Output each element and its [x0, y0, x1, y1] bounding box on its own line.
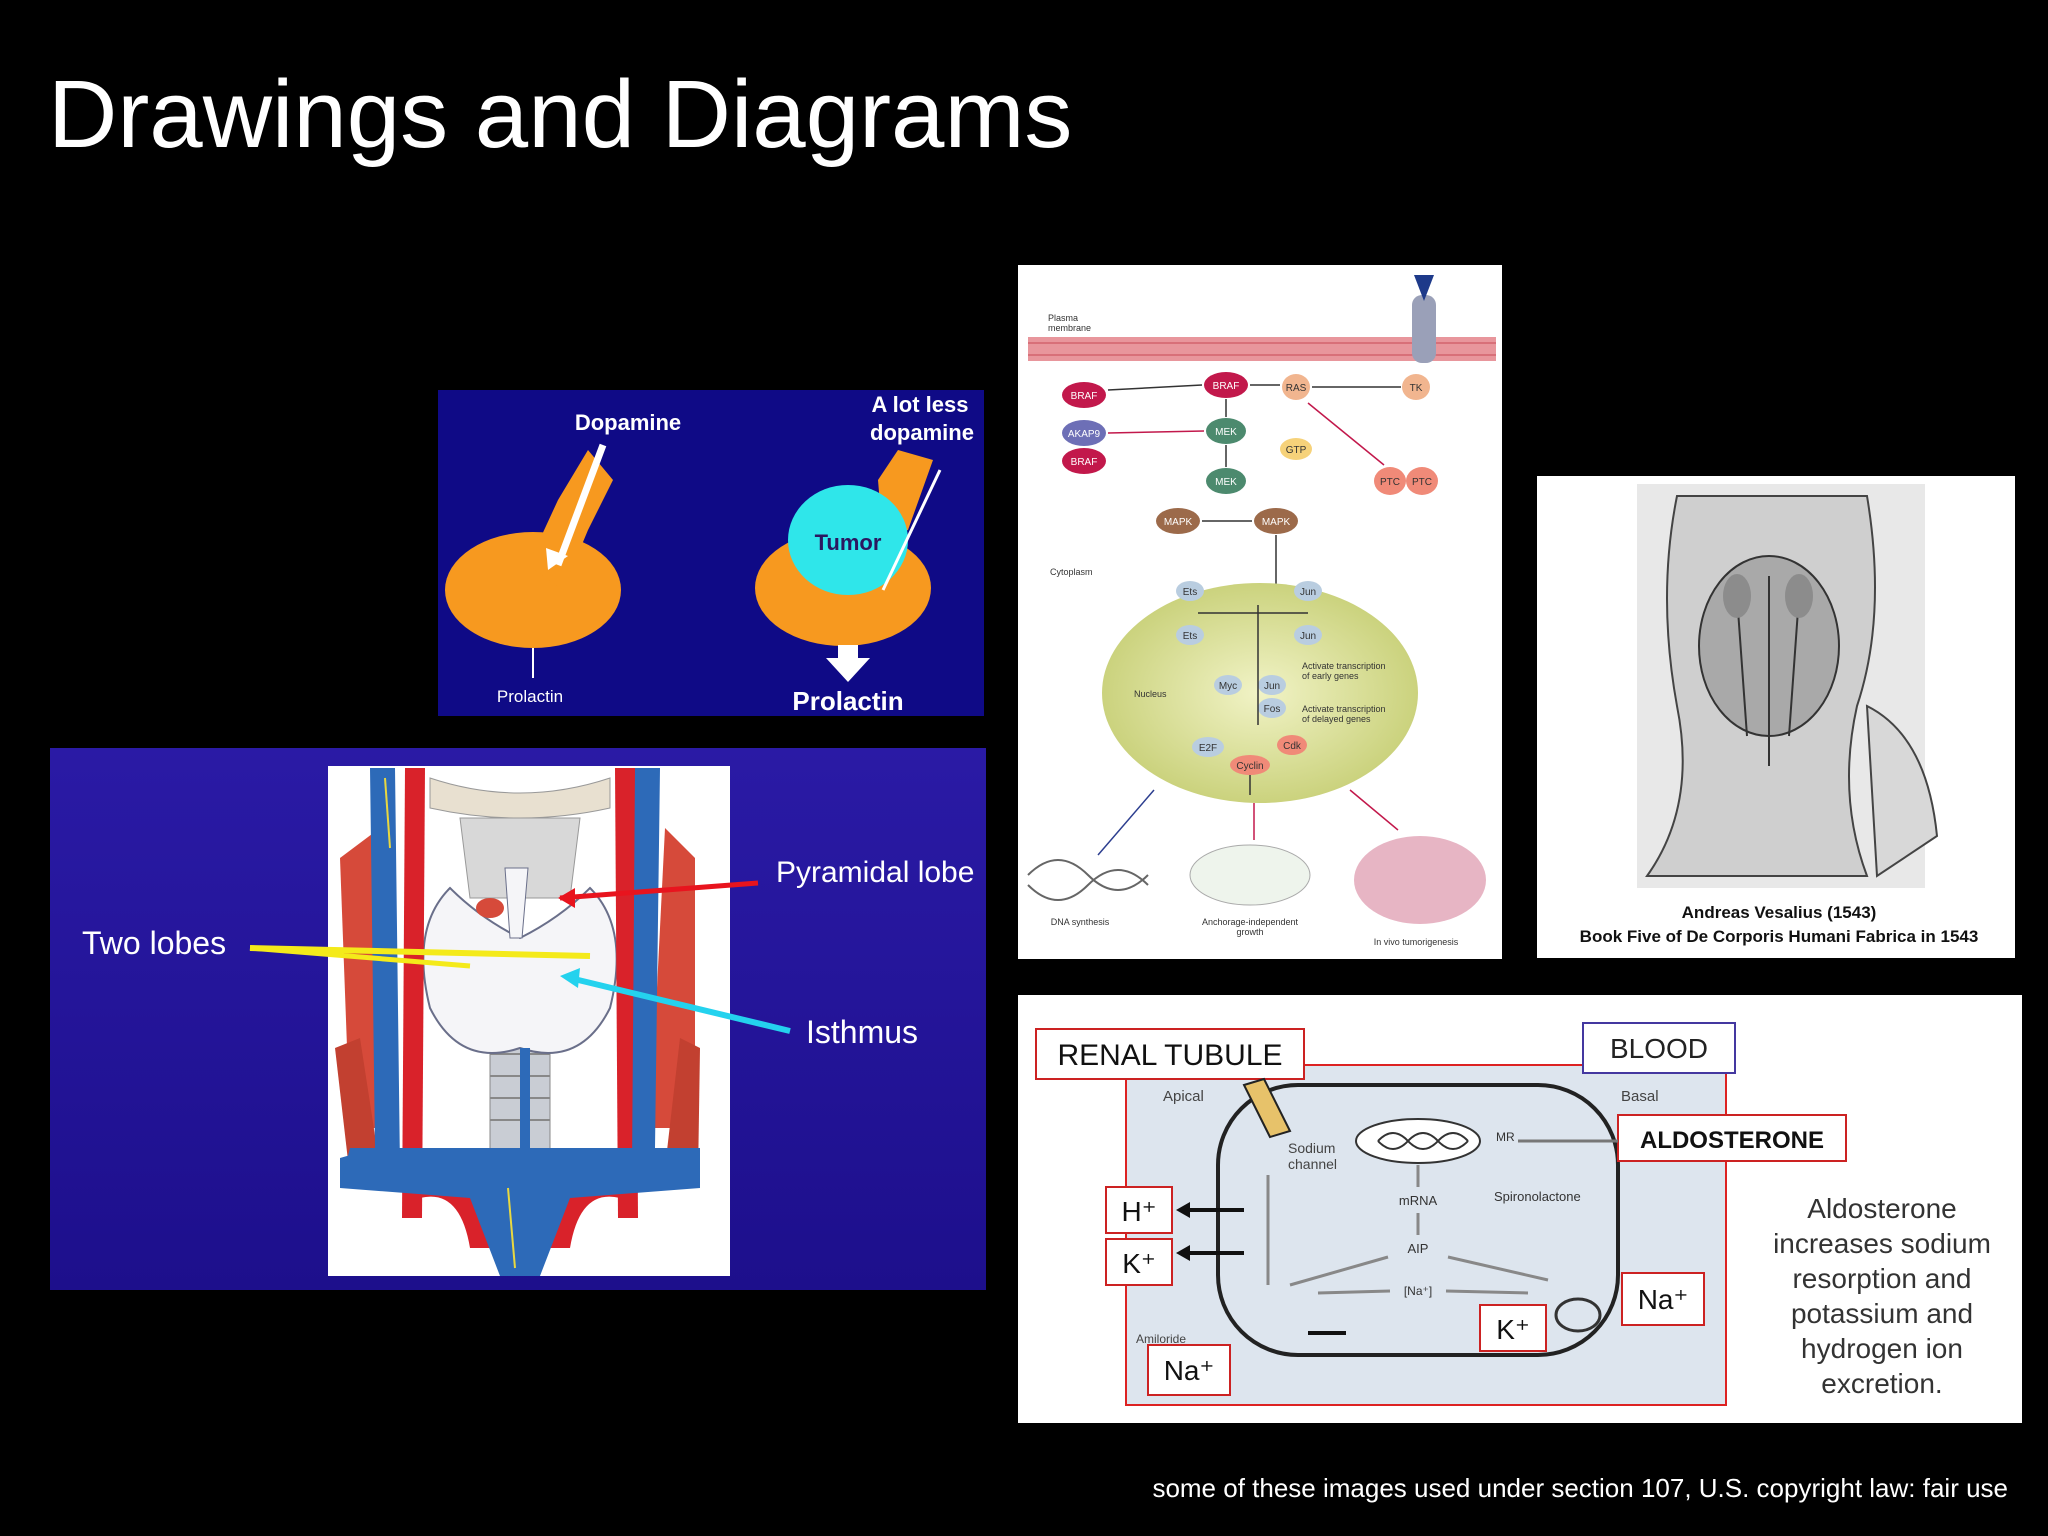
svg-text:Plasma: Plasma [1048, 313, 1078, 323]
dna-helix [1027, 859, 1149, 891]
svg-text:Ets: Ets [1183, 587, 1197, 598]
svg-text:TK: TK [1410, 383, 1423, 394]
svg-text:Activate transcription: Activate transcription [1302, 661, 1386, 671]
left-pituitary-shape [445, 532, 621, 648]
dna-nucleus [1355, 1118, 1481, 1164]
tumor-label: Tumor [815, 530, 882, 555]
isthmus-label: Isthmus [806, 1014, 918, 1050]
right-prolactin-arrow [826, 645, 870, 682]
svg-text:Na⁺: Na⁺ [1164, 1355, 1215, 1386]
svg-text:BRAF: BRAF [1071, 391, 1098, 402]
svg-text:Anchorage-independent: Anchorage-independent [1202, 917, 1299, 927]
aldosterone-desc-4: potassium and [1791, 1298, 1973, 1329]
aldosterone-desc-3: resorption and [1792, 1263, 1971, 1294]
svg-text:Jun: Jun [1300, 631, 1316, 642]
svg-text:mRNA: mRNA [1399, 1193, 1438, 1208]
two-lobes-label: Two lobes [82, 925, 226, 961]
prolactin-tumor-diagram: Dopamine A lot less dopamine Tumor Prola… [438, 390, 984, 716]
svg-text:growth: growth [1236, 927, 1263, 937]
svg-text:Cdk: Cdk [1283, 741, 1302, 752]
svg-text:channel: channel [1288, 1156, 1337, 1172]
svg-text:AKAP9: AKAP9 [1068, 429, 1101, 440]
svg-text:Na⁺: Na⁺ [1638, 1284, 1689, 1315]
svg-text:PTC: PTC [1412, 477, 1432, 488]
a-lot-less-label-2: dopamine [870, 420, 974, 445]
svg-text:[Na⁺]: [Na⁺] [1404, 1284, 1432, 1298]
svg-text:MEK: MEK [1215, 427, 1237, 438]
svg-text:Apical: Apical [1163, 1088, 1204, 1105]
svg-text:BRAF: BRAF [1071, 457, 1098, 468]
aldosterone-renal-diagram: RENAL TUBULE BLOOD Apical Basal ALDOSTER… [1018, 995, 2022, 1423]
svg-text:K⁺: K⁺ [1496, 1314, 1529, 1345]
svg-text:K⁺: K⁺ [1122, 1248, 1155, 1279]
svg-text:Cyclin: Cyclin [1236, 761, 1263, 772]
two-lobes-pointer-2 [249, 945, 471, 969]
svg-text:E2F: E2F [1199, 743, 1217, 754]
vesalius-caption-1: Andreas Vesalius (1543) [1682, 903, 1877, 922]
svg-text:of early genes: of early genes [1302, 671, 1359, 681]
svg-text:RAS: RAS [1286, 383, 1307, 394]
svg-text:MAPK: MAPK [1164, 517, 1193, 528]
pyramidal-lobe-label: Pyramidal lobe [776, 856, 974, 889]
svg-text:Ets: Ets [1183, 631, 1197, 642]
svg-text:GTP: GTP [1286, 445, 1307, 456]
na-k-pump [1554, 1297, 1602, 1333]
pyramidal-lobe-pointer [559, 880, 759, 901]
aldosterone-desc-5: hydrogen ion [1801, 1333, 1963, 1364]
cell-body [1216, 1083, 1620, 1357]
aldosterone-desc-2: increases sodium [1773, 1228, 1991, 1259]
svg-text:MAPK: MAPK [1262, 517, 1291, 528]
svg-text:PTC: PTC [1380, 477, 1400, 488]
dopamine-label: Dopamine [575, 410, 681, 435]
svg-text:BRAF: BRAF [1213, 381, 1240, 392]
svg-text:Cytoplasm: Cytoplasm [1050, 567, 1093, 577]
svg-text:Jun: Jun [1300, 587, 1316, 598]
svg-text:H⁺: H⁺ [1122, 1196, 1157, 1227]
left-dopamine-arrow [554, 443, 607, 567]
aldosterone-label: ALDOSTERONE [1640, 1127, 1824, 1154]
svg-text:Sodium: Sodium [1288, 1140, 1335, 1156]
blood-label: BLOOD [1610, 1033, 1708, 1064]
vesalius-engraving [1637, 484, 1939, 888]
svg-text:membrane: membrane [1048, 323, 1091, 333]
svg-text:Jun: Jun [1264, 681, 1280, 692]
sodium-channel [1242, 1077, 1292, 1139]
svg-text:Nucleus: Nucleus [1134, 689, 1167, 699]
vesalius-caption-2: Book Five of De Corporis Humani Fabrica … [1580, 927, 1979, 946]
svg-text:Fos: Fos [1264, 704, 1281, 715]
cell-signaling-diagram: Plasma membrane BRAF BRAF AKAP9 BRAF MEK… [1018, 265, 1502, 959]
svg-text:DNA synthesis: DNA synthesis [1051, 917, 1110, 927]
svg-text:Basal: Basal [1621, 1088, 1659, 1105]
renal-tubule-label: RENAL TUBULE [1057, 1039, 1282, 1072]
svg-text:of delayed genes: of delayed genes [1302, 714, 1371, 724]
vesalius-anatomy-panel: Andreas Vesalius (1543) Book Five of De … [1537, 476, 2015, 958]
copyright-footnote: some of these images used under section … [1152, 1473, 2008, 1503]
two-lobes-pointer-1 [249, 945, 591, 959]
prolactin-small-label: Prolactin [497, 687, 563, 706]
svg-text:Myc: Myc [1219, 681, 1237, 692]
a-lot-less-label-1: A lot less [872, 392, 969, 417]
svg-text:Spironolactone: Spironolactone [1494, 1189, 1581, 1204]
svg-text:AIP: AIP [1408, 1241, 1429, 1256]
prolactin-large-label: Prolactin [792, 686, 903, 716]
svg-text:MR: MR [1496, 1130, 1515, 1144]
tumor-shape [788, 485, 908, 595]
svg-text:In vivo tumorigenesis: In vivo tumorigenesis [1374, 937, 1459, 947]
petri-dish [1189, 844, 1311, 906]
mouse-shape [1354, 836, 1486, 924]
svg-text:MEK: MEK [1215, 477, 1237, 488]
slide-title: Drawings and Diagrams [48, 61, 1073, 168]
right-dopamine-arrow [881, 469, 942, 591]
svg-text:Amiloride: Amiloride [1136, 1332, 1186, 1346]
isthmus-pointer [569, 975, 791, 1034]
thyroid-illustration [328, 766, 730, 1276]
aldosterone-desc-6: excretion. [1821, 1368, 1942, 1399]
aldosterone-desc-1: Aldosterone [1807, 1193, 1956, 1224]
thyroid-anatomy-diagram: Pyramidal lobe Two lobes Isthmus [50, 748, 986, 1290]
svg-text:Activate transcription: Activate transcription [1302, 704, 1386, 714]
